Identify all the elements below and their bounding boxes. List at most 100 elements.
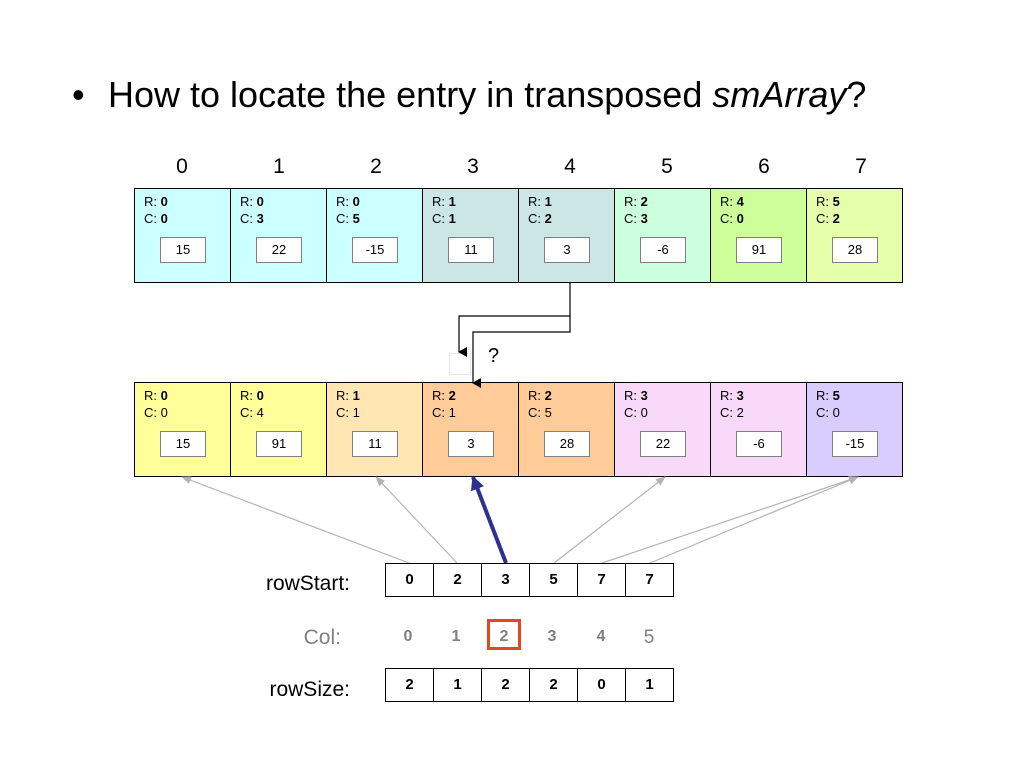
col-number: 5: [643, 627, 655, 648]
col-line: C: 2: [528, 210, 552, 227]
row-size-label: rowSize:: [269, 678, 350, 701]
row-value: 3: [640, 388, 648, 403]
title-italic: smArray: [712, 74, 847, 115]
col-line: C: 2: [720, 404, 744, 421]
c-prefix: C:: [240, 405, 257, 420]
row-start-cell: 7: [577, 563, 626, 597]
row-value: 1: [352, 388, 360, 403]
row-line: R: 0: [240, 387, 264, 404]
col-highlight-box: [487, 619, 521, 650]
cell-value: 22: [256, 237, 302, 263]
row-line: R: 1: [432, 193, 456, 210]
row-line: R: 5: [816, 193, 840, 210]
row-line: R: 0: [144, 193, 168, 210]
connector-arrow-right: [472, 316, 571, 388]
c-prefix: C:: [432, 211, 449, 226]
row-size-cell: 2: [385, 668, 434, 702]
r-prefix: R:: [528, 388, 545, 403]
col-value: 3: [640, 211, 648, 226]
row-value: 0: [256, 194, 264, 209]
c-prefix: C:: [624, 405, 641, 420]
row-value: 2: [448, 388, 456, 403]
c-prefix: C:: [624, 211, 641, 226]
index-label: 1: [273, 155, 285, 178]
col-line: C: 0: [816, 404, 840, 421]
index-label: 7: [855, 155, 867, 178]
r-prefix: R:: [624, 194, 641, 209]
r-prefix: R:: [816, 388, 833, 403]
cell-value: 28: [544, 431, 590, 457]
title-suffix: ?: [846, 74, 867, 115]
row-size-cell: 1: [625, 668, 674, 702]
row-value: 3: [736, 388, 744, 403]
row-value: 4: [736, 194, 744, 209]
col-value: 1: [448, 211, 456, 226]
col-line: C: 5: [528, 404, 552, 421]
col-line: C: 3: [240, 210, 264, 227]
col-line: C: 0: [144, 210, 168, 227]
col-line: C: 2: [816, 210, 840, 227]
pointer-arrow-5: [649, 476, 859, 564]
c-prefix: C:: [816, 211, 833, 226]
pointer-arrow-2: [470, 475, 508, 564]
r-prefix: R:: [624, 388, 641, 403]
pointer-arrow-4: [601, 476, 859, 564]
c-prefix: C:: [720, 405, 737, 420]
connector-arrow-left: [458, 283, 571, 357]
col-number: 0: [403, 628, 413, 645]
row-size-cell: 2: [481, 668, 530, 702]
row-value: 0: [160, 194, 168, 209]
row-size-cell: 2: [529, 668, 578, 702]
col-line: C: 3: [624, 210, 648, 227]
r-prefix: R:: [144, 194, 161, 209]
index-label: 6: [758, 155, 770, 178]
c-prefix: C:: [240, 211, 257, 226]
row-value: 0: [256, 388, 264, 403]
r-prefix: R:: [720, 388, 737, 403]
col-value: 0: [160, 405, 168, 420]
row-line: R: 5: [816, 387, 840, 404]
col-line: C: 1: [336, 404, 360, 421]
r-prefix: R:: [336, 194, 353, 209]
row-start-label: rowStart:: [265, 572, 350, 595]
col-value: 0: [832, 405, 840, 420]
pointer-arrow-0: [181, 476, 410, 564]
row-line: R: 0: [240, 193, 264, 210]
r-prefix: R:: [336, 388, 353, 403]
row-size-cell: 1: [433, 668, 482, 702]
col-line: C: 0: [624, 404, 648, 421]
row-start-cell: 3: [481, 563, 530, 597]
cell-value: -15: [832, 431, 878, 457]
index-label: 0: [176, 155, 188, 178]
col-line: C: 0: [144, 404, 168, 421]
index-label: 4: [564, 155, 576, 178]
c-prefix: C:: [336, 405, 353, 420]
col-value: 5: [544, 405, 552, 420]
col-line: C: 5: [336, 210, 360, 227]
slide-title: •How to locate the entry in transposed s…: [72, 74, 866, 116]
c-prefix: C:: [144, 405, 161, 420]
row-line: R: 4: [720, 193, 744, 210]
col-value: 2: [832, 211, 840, 226]
row-value: 0: [160, 388, 168, 403]
cell-value: -15: [352, 237, 398, 263]
c-prefix: C:: [336, 211, 353, 226]
col-value: 2: [544, 211, 552, 226]
cell-value: 3: [448, 431, 494, 457]
cell-value: 91: [736, 237, 782, 263]
row-line: R: 2: [624, 193, 648, 210]
row-line: R: 0: [144, 387, 168, 404]
row-value: 2: [640, 194, 648, 209]
col-number: 1: [451, 628, 461, 645]
